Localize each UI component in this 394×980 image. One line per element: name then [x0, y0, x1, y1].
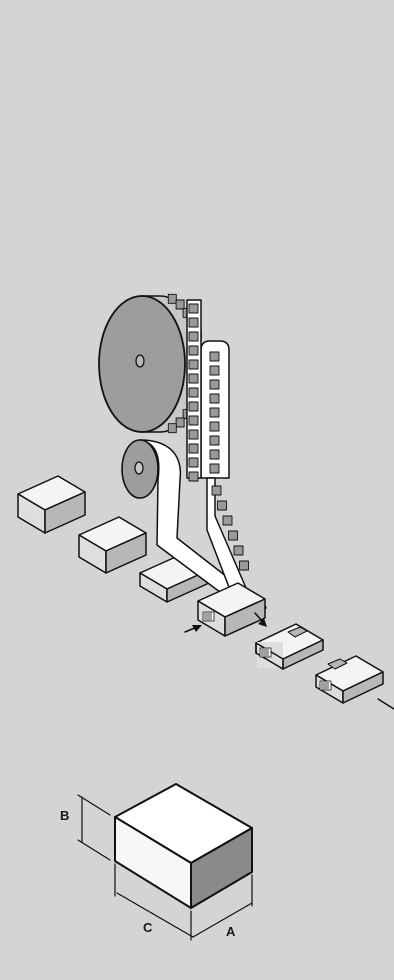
box-at-station	[197, 582, 266, 637]
dimension-label-width: A	[226, 924, 236, 939]
dimension-box	[114, 783, 253, 909]
labeled-box-1	[255, 623, 324, 670]
web-label-cell	[239, 560, 249, 571]
web-label-cell	[188, 373, 199, 384]
labeled-box-2	[315, 655, 384, 704]
web-label-cell	[209, 449, 220, 460]
barcode-icon	[202, 611, 215, 622]
web-label-cell	[188, 415, 199, 426]
web-label-cell	[188, 401, 199, 412]
reel-label-cell	[175, 417, 185, 428]
incoming-box-1	[17, 475, 86, 534]
web-label-cell	[188, 387, 199, 398]
web-label-cell	[188, 317, 199, 328]
web-label-cell	[209, 463, 220, 474]
web-label-cell	[188, 331, 199, 342]
web-label-cell	[188, 303, 199, 314]
web-label-cell	[209, 379, 220, 390]
web-label-cell	[209, 351, 220, 362]
exit-arrow-icon	[254, 612, 267, 627]
dimension-label-height: B	[60, 808, 69, 823]
incoming-box-2	[78, 516, 147, 574]
dimension-label-length: C	[143, 920, 153, 935]
backing-paper-roll-icon	[121, 439, 159, 499]
web-label-cell	[188, 457, 199, 468]
web-label-cell	[209, 435, 220, 446]
web-label-cell	[228, 530, 238, 541]
web-label-cell	[188, 443, 199, 454]
web-label-cell	[188, 471, 199, 482]
web-label-cell	[217, 500, 227, 511]
reel-label-cell	[175, 299, 185, 310]
web-label-cell	[233, 545, 244, 556]
web-label-cell	[209, 407, 220, 418]
web-label-cell	[209, 365, 220, 376]
web-label-cell	[209, 421, 220, 432]
web-label-cell	[211, 485, 222, 496]
web-label-cell	[209, 393, 220, 404]
dimension-lines	[77, 794, 253, 941]
web-label-cell	[188, 429, 199, 440]
barcode-icon	[319, 680, 332, 691]
web-label-cell	[188, 345, 199, 356]
web-label-cell	[222, 515, 233, 526]
web-label-cell	[188, 359, 199, 370]
barcode-icon	[259, 647, 272, 658]
conveyor-direction-arrow-icon	[377, 698, 394, 710]
reel-label-cell	[167, 293, 177, 304]
reel-label-cell	[167, 423, 177, 434]
application-arrow-icon	[184, 625, 202, 633]
